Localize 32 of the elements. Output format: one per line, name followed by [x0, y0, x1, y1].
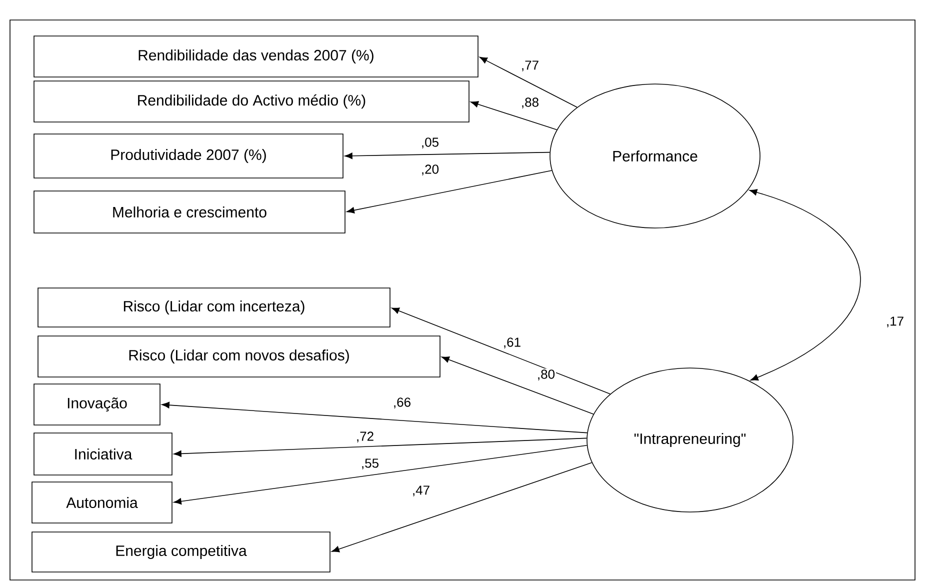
arrow [174, 445, 588, 504]
variable-box: Produtividade 2007 (%) [34, 134, 344, 178]
edge-label: ,20 [420, 164, 440, 176]
variable-box: Risco (Lidar com novos desafios) [38, 336, 440, 378]
edge-label: ,77 [520, 60, 540, 72]
arrow [392, 308, 611, 394]
variable-box: Iniciativa [34, 432, 172, 476]
edge-label: ,55 [360, 458, 380, 470]
variable-box: Melhoria e crescimento [34, 190, 346, 234]
edge-label: ,88 [520, 96, 540, 110]
variable-box: Rendibilidade do Activo médio (%) [34, 80, 470, 122]
arrow [749, 189, 861, 380]
variable-box: Rendibilidade das vendas 2007 (%) [34, 36, 478, 78]
arrow [442, 356, 594, 415]
arrow [332, 462, 592, 552]
edge-label: ,61 [502, 336, 522, 350]
edge-label: ,05 [420, 136, 440, 150]
variable-box: Inovação [34, 384, 160, 426]
variable-box: Autonomia [32, 482, 172, 524]
variable-box: Energia competitiva [32, 532, 330, 572]
edge-label: ,80 [536, 368, 556, 382]
arrow [344, 152, 550, 160]
edge-label: ,17 [884, 316, 906, 328]
arrow [174, 438, 588, 457]
variable-box: Risco (Lidar com incerteza) [38, 288, 390, 328]
edge-label: ,72 [354, 430, 376, 444]
arrow [470, 101, 558, 130]
edge-label: ,66 [392, 396, 412, 410]
edge-label: ,47 [410, 484, 432, 498]
arrow [162, 402, 588, 434]
arrow [346, 170, 552, 214]
arrow [479, 56, 578, 108]
